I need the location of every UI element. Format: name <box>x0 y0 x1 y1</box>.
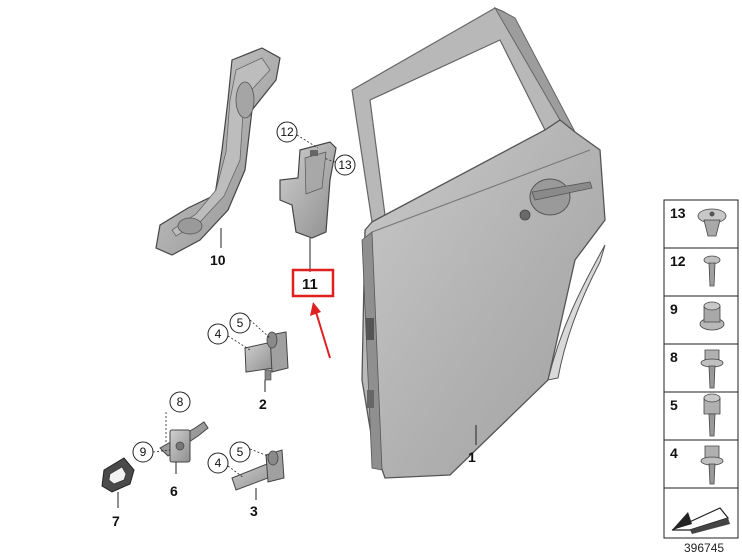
callout-4-upper: 4 <box>215 327 222 341</box>
callout-6: 6 <box>170 483 178 499</box>
assembly-arrow-icon <box>671 507 730 534</box>
side-panel-label-12: 12 <box>670 253 686 269</box>
side-panel-label-5: 5 <box>670 397 678 413</box>
door-panel-seal-part-10[interactable] <box>155 47 281 256</box>
side-panel-label-4: 4 <box>670 445 678 461</box>
callout-3: 3 <box>250 503 258 519</box>
callout-8: 8 <box>177 395 184 409</box>
bolt-4-icon <box>700 445 724 485</box>
callout-circle-8 <box>169 391 191 413</box>
callout-2: 2 <box>259 396 267 412</box>
callout-1: 1 <box>468 449 476 465</box>
callout-5-upper: 5 <box>237 316 244 330</box>
bolt-8-icon <box>700 349 724 389</box>
fastener-side-panel <box>663 199 739 539</box>
leader-line-12 <box>296 134 319 149</box>
leader-line-4-upper <box>227 335 251 351</box>
door-bracket-part-11[interactable] <box>279 141 337 239</box>
door-check-part-6[interactable] <box>159 421 209 463</box>
callout-circle-13 <box>334 154 356 176</box>
callout-circle-5-upper <box>229 312 251 334</box>
gasket-part-7[interactable] <box>101 457 135 493</box>
image-number: 396745 <box>684 541 724 555</box>
side-panel-label-8: 8 <box>670 349 678 365</box>
leader-line-13 <box>323 157 336 163</box>
nut-9-icon <box>699 301 725 331</box>
callout-circle-5-lower <box>229 441 251 463</box>
callout-4-lower: 4 <box>215 456 222 470</box>
callout-circle-4-upper <box>207 323 229 345</box>
callout-5-lower: 5 <box>237 445 244 459</box>
callout-circle-12 <box>276 121 298 143</box>
upper-hinge-part-2[interactable] <box>244 331 289 381</box>
side-panel-label-13: 13 <box>670 205 686 221</box>
leader-line-5-upper <box>249 319 271 339</box>
bolt-5-icon <box>703 393 721 437</box>
callout-13: 13 <box>338 158 352 172</box>
leader-line-4-lower <box>227 465 245 479</box>
callout-circle-4-lower <box>207 452 229 474</box>
callout-9: 9 <box>140 445 147 459</box>
clip-nut-13-icon <box>697 208 727 237</box>
screw-12-icon <box>703 255 721 287</box>
side-panel-label-9: 9 <box>670 301 678 317</box>
lower-hinge-part-3[interactable] <box>231 449 285 491</box>
callout-11: 11 <box>302 276 318 293</box>
leader-line-5-lower <box>249 448 269 457</box>
callout-7: 7 <box>112 513 120 529</box>
highlight-arrow-head <box>310 302 321 316</box>
leader-line-9 <box>152 449 171 453</box>
highlight-arrow <box>315 311 331 359</box>
rear-door-part-1[interactable] <box>351 6 606 479</box>
callout-12: 12 <box>280 125 294 139</box>
highlight-box-11 <box>291 268 335 298</box>
callout-10: 10 <box>210 252 226 268</box>
